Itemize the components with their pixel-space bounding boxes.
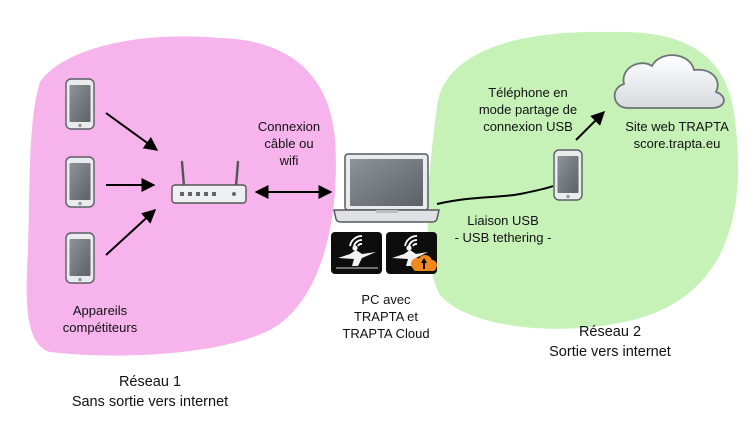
network-1-caption: Réseau 1 Sans sortie vers internet [71,374,229,410]
router-icon [171,160,247,204]
trapta-cloud-upload-icon [386,232,437,274]
competitor-phone-1-icon [65,78,95,130]
connection-type-label: Connexion câble ou wifi [257,119,321,168]
laptop-icon [333,153,440,223]
tethering-phone-icon [553,149,583,201]
competitor-phone-2-icon [65,156,95,208]
cloud-icon [613,54,725,109]
usb-link-label: Liaison USB - USB tethering - [454,213,552,245]
phone-3-to-router-arrow [105,209,157,256]
usb-cable [436,185,554,205]
phone-1-to-router-arrow [105,112,159,151]
competitor-phone-3-icon [65,232,95,284]
trapta-archer-icon [331,232,382,274]
website-label: Site web TRAPTA score.trapta.eu [625,119,729,151]
competitor-devices-label: Appareils compétiteurs [62,303,138,335]
pc-label: PC avec TRAPTA et TRAPTA Cloud [342,292,430,341]
phone-to-website-arrow [575,111,605,141]
network-2-caption: Réseau 2 Sortie vers internet [549,324,671,360]
tethering-phone-label: Téléphone en mode partage de connexion U… [478,85,578,134]
